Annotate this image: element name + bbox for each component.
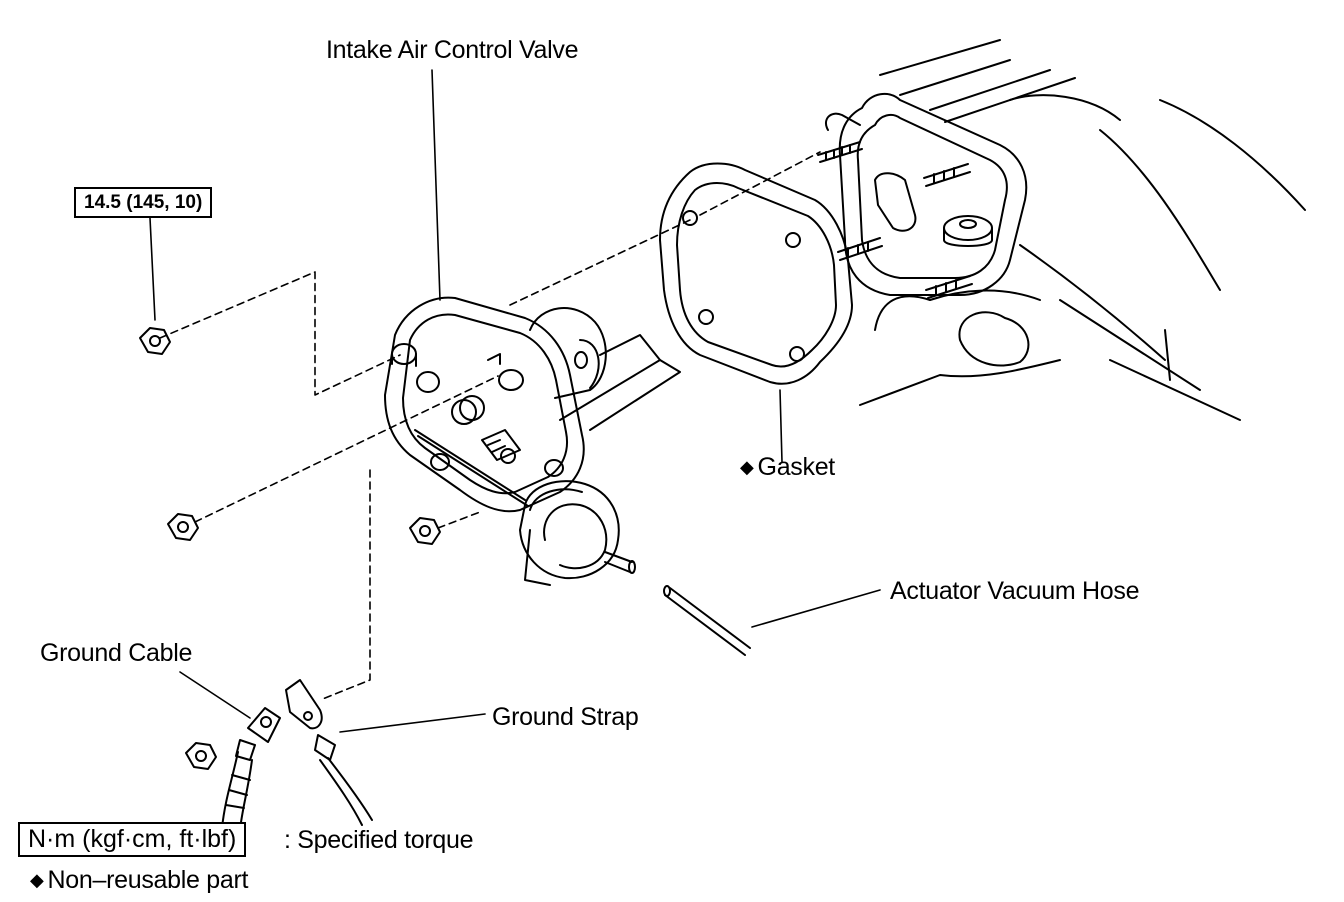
diamond-icon: ◆	[740, 457, 754, 477]
nut-upper	[139, 327, 171, 355]
assembly-lines	[159, 151, 821, 701]
nut-ground	[185, 742, 217, 770]
nut-middle	[167, 513, 199, 541]
label-gasket-text: Gasket	[757, 453, 836, 481]
intake-manifold	[824, 39, 1306, 421]
legend-non-reusable: ◆Non–reusable part	[30, 868, 248, 893]
torque-spec-box: 14.5 (145, 10)	[74, 187, 213, 218]
legend-torque-units: N·m (kgf·cm, ft·lbf)	[18, 822, 247, 857]
actuator-vacuum-hose	[663, 585, 751, 656]
intake-air-control-valve	[384, 296, 681, 586]
gasket	[659, 162, 853, 385]
label-intake-air-control-valve: Intake Air Control Valve	[326, 36, 579, 64]
label-gasket: ◆Gasket	[740, 455, 835, 480]
label-actuator-vacuum-hose: Actuator Vacuum Hose	[890, 577, 1140, 605]
ground-cable	[221, 707, 281, 831]
label-ground-cable: Ground Cable	[40, 639, 193, 667]
legend-torque-desc: : Specified torque	[284, 826, 474, 854]
ground-strap	[285, 679, 373, 826]
diamond-icon: ◆	[30, 870, 44, 890]
label-ground-strap: Ground Strap	[492, 703, 639, 731]
leader-lines	[149, 69, 881, 733]
nut-actuator	[409, 517, 441, 545]
legend-non-reusable-text: Non–reusable part	[47, 866, 249, 894]
